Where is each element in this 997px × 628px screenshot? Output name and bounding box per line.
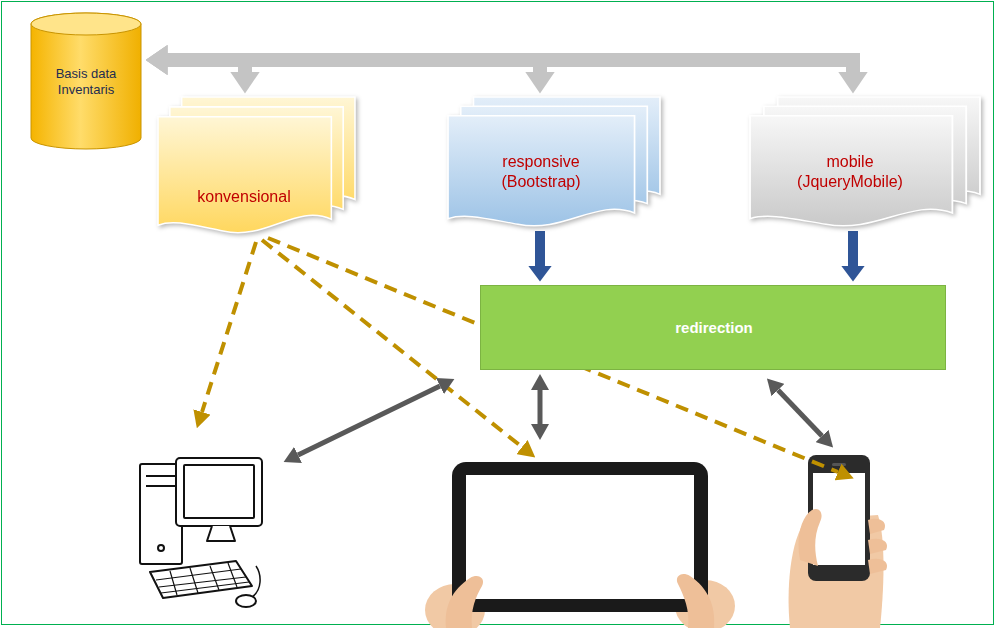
node-label: Basis data Inventaris [48,66,124,99]
desktop-computer [140,458,262,607]
node-label: mobile (JqueryMobile) [780,152,920,192]
text-area: konvensional [158,169,330,225]
text-area: mobile (JqueryMobile) [750,142,950,202]
node-label: responsive (Bootstrap) [485,152,597,192]
document-stack: responsive (Bootstrap) [448,97,660,228]
flow-arrow [848,231,858,266]
redirection-band: redirection [480,285,946,370]
database-cylinder: Basis data Inventaris [30,12,142,150]
text-area: Basis data Inventaris [30,26,142,138]
document-outline [158,97,355,235]
double-arrow [538,390,543,424]
cylinder-outline [30,12,142,150]
text-area: responsive (Bootstrap) [448,142,634,202]
text-area: redirection [481,286,947,371]
double-arrow [778,390,822,436]
redirection-device-arrows [298,386,822,455]
node-label: konvensional [197,187,290,207]
node-label: redirection [675,319,753,338]
tablet [425,462,735,628]
double-arrow [298,386,440,455]
data-arrow [167,60,853,72]
smartphone [789,455,887,628]
document-stack: mobile (JqueryMobile) [750,97,980,228]
flow-arrow [535,231,545,266]
dashed-arrow [202,242,256,412]
document-stack: konvensional [158,97,355,235]
